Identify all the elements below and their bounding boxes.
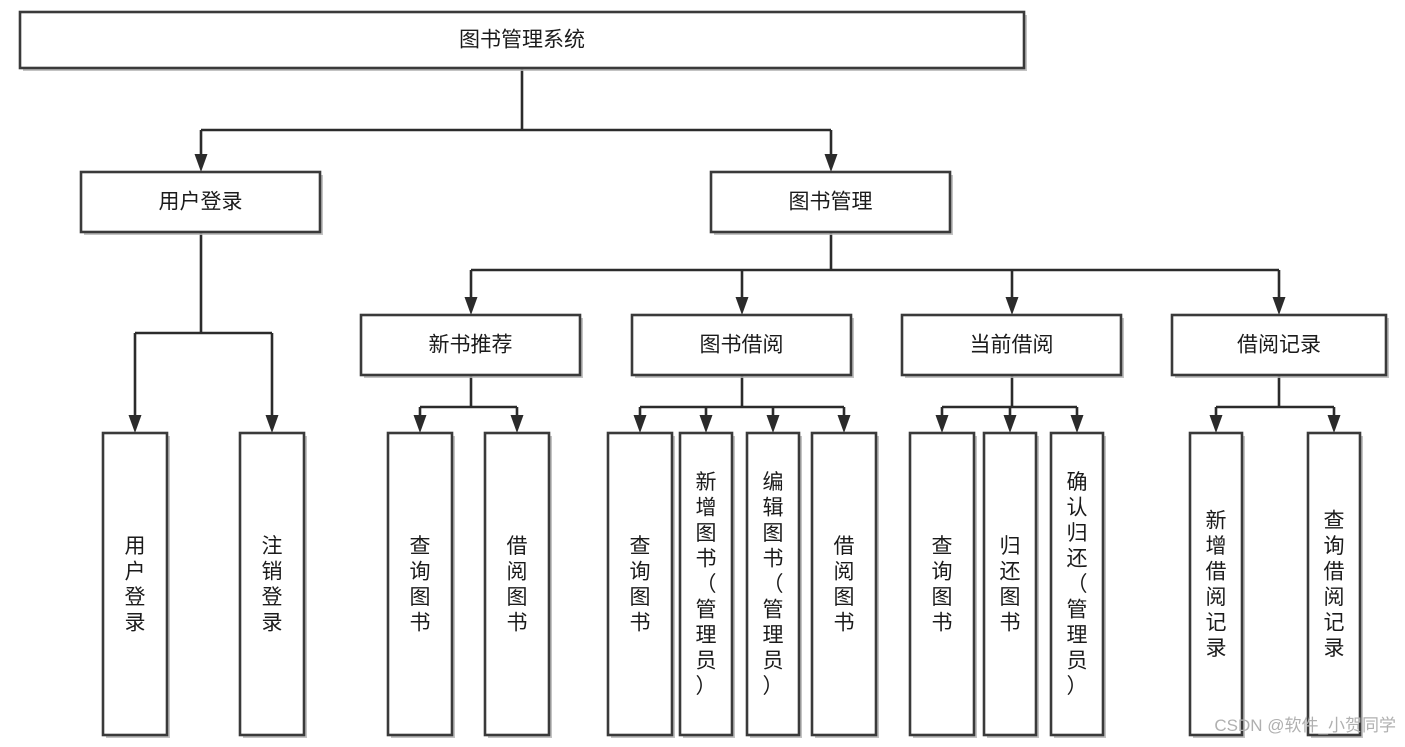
node-label: 当前借阅 (970, 334, 1054, 357)
arrow-head-book-borrow (735, 297, 749, 315)
node-box (1188, 431, 1244, 737)
node-new-book-rec[interactable]: 新书推荐 (359, 313, 583, 378)
node-root[interactable]: 图书管理系统 (18, 10, 1027, 71)
node-box (483, 431, 551, 737)
arrow-head-leaf-query-book-2 (633, 415, 647, 433)
node-box (745, 431, 801, 737)
node-label: 查询图书 (630, 535, 651, 635)
node-box (606, 431, 674, 737)
arrow-head-leaf-user-login (128, 415, 142, 433)
node-book-borrow[interactable]: 图书借阅 (630, 313, 854, 378)
node-box (709, 170, 952, 234)
node-leaf-add-record[interactable]: 新增借阅记录 (1188, 431, 1245, 738)
arrow-head-leaf-logout (265, 415, 279, 433)
node-leaf-borrow-book-1[interactable]: 借阅图书 (483, 431, 552, 738)
node-box (1049, 431, 1105, 737)
arrow-head-borrow-record (1272, 297, 1286, 315)
arrow-head-leaf-query-book-3 (935, 415, 949, 433)
edge-group-borrow-record (1209, 375, 1341, 433)
node-box (982, 431, 1038, 737)
edge-group-root (194, 68, 838, 172)
node-leaf-add-book[interactable]: 新增图书（管理员） (678, 431, 735, 738)
node-label: 借阅记录 (1237, 334, 1321, 357)
edge-group-user-login (128, 232, 279, 433)
node-box (79, 170, 322, 234)
node-label: 借阅图书 (507, 535, 528, 635)
node-box (678, 431, 734, 737)
node-label: 用户登录 (159, 191, 243, 214)
node-box (810, 431, 878, 737)
connector-layer (128, 68, 1341, 433)
node-leaf-query-book-3[interactable]: 查询图书 (908, 431, 977, 738)
node-layer: 图书管理系统用户登录图书管理新书推荐图书借阅当前借阅借阅记录用户登录注销登录查询… (18, 10, 1389, 738)
arrow-head-leaf-add-record (1209, 415, 1223, 433)
node-label: 新书推荐 (429, 334, 513, 357)
node-box (908, 431, 976, 737)
node-label: 查询图书 (410, 535, 431, 635)
node-user-login[interactable]: 用户登录 (79, 170, 323, 235)
arrow-head-leaf-add-book (699, 415, 713, 433)
node-label: 新增图书（管理员） (696, 471, 717, 698)
arrow-head-leaf-confirm-return (1070, 415, 1084, 433)
node-label: 用户登录 (125, 535, 146, 635)
node-box (359, 313, 582, 377)
node-box (101, 431, 169, 737)
node-box (1170, 313, 1388, 377)
node-label: 图书借阅 (700, 334, 784, 357)
node-label: 查询图书 (932, 535, 953, 635)
node-current-borrow[interactable]: 当前借阅 (900, 313, 1124, 378)
node-borrow-record[interactable]: 借阅记录 (1170, 313, 1389, 378)
node-leaf-return-book[interactable]: 归还图书 (982, 431, 1039, 738)
node-label: 编辑图书（管理员） (763, 471, 784, 698)
node-box (18, 10, 1026, 70)
node-box (900, 313, 1123, 377)
node-leaf-borrow-book-2[interactable]: 借阅图书 (810, 431, 879, 738)
arrow-head-current-borrow (1005, 297, 1019, 315)
node-label: 注销登录 (262, 535, 283, 635)
node-label: 借阅图书 (834, 535, 855, 635)
edge-group-new-book-rec (413, 375, 524, 433)
node-label: 图书管理 (789, 191, 873, 214)
node-box (386, 431, 454, 737)
node-box (238, 431, 306, 737)
arrow-head-leaf-edit-book (766, 415, 780, 433)
node-leaf-query-record[interactable]: 查询借阅记录 (1306, 431, 1363, 738)
node-leaf-logout[interactable]: 注销登录 (238, 431, 307, 738)
arrow-head-leaf-borrow-book-1 (510, 415, 524, 433)
node-label: 查询借阅记录 (1324, 509, 1345, 660)
edge-group-book-manage (464, 232, 1286, 315)
edge-group-book-borrow (633, 375, 851, 433)
node-label: 新增借阅记录 (1206, 509, 1227, 660)
node-label: 确认归还（管理员） (1067, 471, 1088, 698)
node-label: 图书管理系统 (459, 29, 585, 52)
node-leaf-user-login[interactable]: 用户登录 (101, 431, 170, 738)
arrow-head-new-book-rec (464, 297, 478, 315)
csdn-watermark: CSDN @软件_小贺同学 (1214, 716, 1396, 735)
arrow-head-leaf-query-record (1327, 415, 1341, 433)
node-leaf-query-book-2[interactable]: 查询图书 (606, 431, 675, 738)
edge-group-current-borrow (935, 375, 1084, 433)
node-leaf-edit-book[interactable]: 编辑图书（管理员） (745, 431, 802, 738)
node-box (1306, 431, 1362, 737)
arrow-head-leaf-query-book-1 (413, 415, 427, 433)
node-label: 归还图书 (1000, 535, 1021, 635)
node-leaf-query-book-1[interactable]: 查询图书 (386, 431, 455, 738)
node-book-manage[interactable]: 图书管理 (709, 170, 953, 235)
arrow-head-leaf-borrow-book-2 (837, 415, 851, 433)
arrow-head-user-login (194, 154, 208, 172)
node-leaf-confirm-return[interactable]: 确认归还（管理员） (1049, 431, 1106, 738)
arrow-head-book-manage (824, 154, 838, 172)
arrow-head-leaf-return-book (1003, 415, 1017, 433)
node-box (630, 313, 853, 377)
